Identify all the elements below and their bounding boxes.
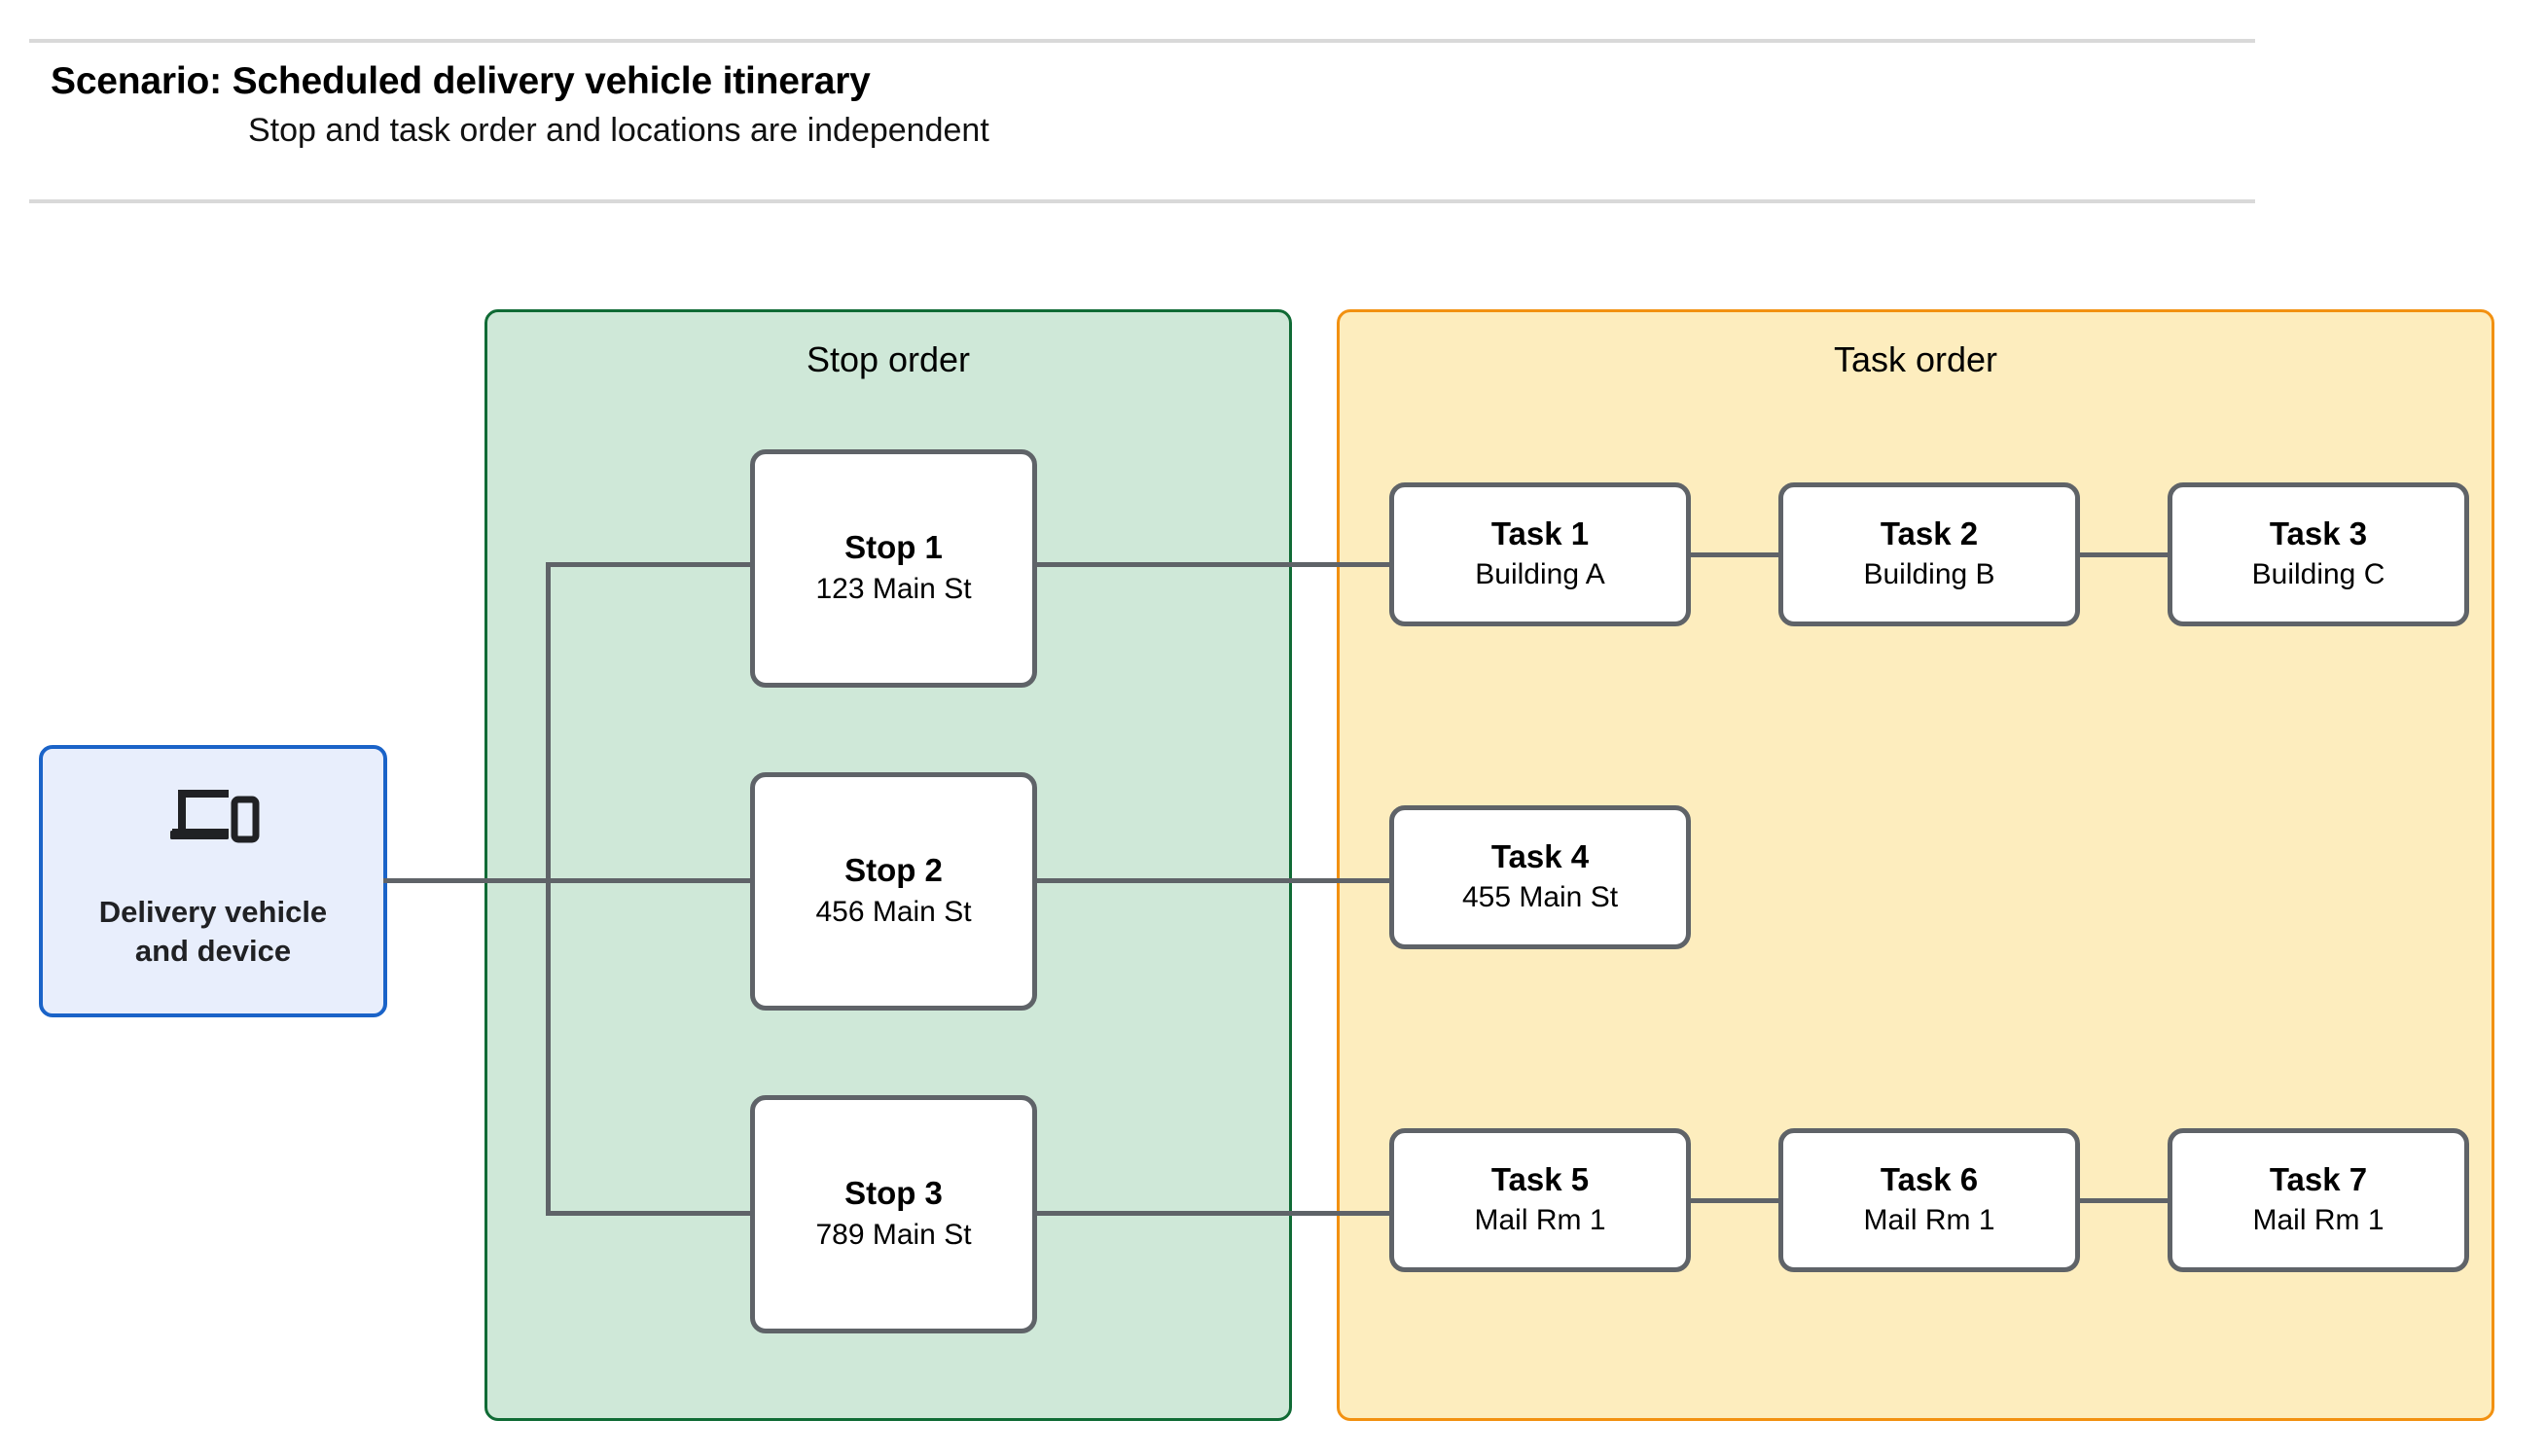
task-order-panel-title: Task order [1833,339,1998,379]
stop-node-1-title: Stop 1 [844,529,943,566]
connector-stop-trunk [546,562,551,1216]
stop-node-2-address: 456 Main St [815,895,972,928]
connector-stop-2-to-task-4 [1032,878,1394,883]
stop-node-3-address: 789 Main St [815,1218,972,1251]
task-node-6-title: Task 6 [1880,1160,1979,1197]
stop-node-3-title: Stop 3 [844,1175,943,1212]
devices-icon [170,790,260,843]
task-node-4[interactable]: Task 4 455 Main St [1389,805,1691,949]
task-node-4-title: Task 4 [1490,837,1590,874]
delivery-vehicle-node[interactable]: Delivery vehicle and device [39,745,387,1017]
task-node-5[interactable]: Task 5 Mail Rm 1 [1389,1128,1691,1272]
task-node-6-location: Mail Rm 1 [1863,1204,1995,1237]
task-node-5-location: Mail Rm 1 [1474,1204,1606,1237]
connector-trunk-to-stop-1 [546,562,755,567]
stop-node-3[interactable]: Stop 3 789 Main St [750,1095,1037,1333]
task-node-2[interactable]: Task 2 Building B [1778,482,2080,626]
stop-node-2-title: Stop 2 [844,852,943,889]
task-node-3-location: Building C [2251,558,2385,591]
connector-stop-3-to-task-5 [1032,1211,1394,1216]
page-title: Scenario: Scheduled delivery vehicle iti… [51,60,871,102]
connector-trunk-to-stop-2 [546,878,755,883]
stop-order-panel-title: Stop order [806,339,971,379]
task-node-3[interactable]: Task 3 Building C [2168,482,2469,626]
delivery-vehicle-label-line-1: Delivery vehicle [98,895,328,930]
connector-task-2-to-task-3 [2075,552,2172,557]
connector-vehicle-to-trunk [383,878,551,883]
task-node-2-location: Building B [1863,558,1995,591]
task-node-4-location: 455 Main St [1461,881,1619,914]
task-node-7-title: Task 7 [2269,1160,2368,1197]
connector-task-1-to-task-2 [1686,552,1783,557]
connector-task-5-to-task-6 [1686,1198,1783,1203]
task-node-6[interactable]: Task 6 Mail Rm 1 [1778,1128,2080,1272]
task-node-2-title: Task 2 [1880,515,1979,551]
delivery-vehicle-label-line-2: and device [134,934,292,968]
task-node-1[interactable]: Task 1 Building A [1389,482,1691,626]
task-node-1-title: Task 1 [1490,515,1590,551]
connector-task-6-to-task-7 [2075,1198,2172,1203]
header-rule-top [29,39,2255,43]
connector-stop-1-to-task-1 [1032,562,1394,567]
stop-node-1-address: 123 Main St [815,572,972,605]
connector-trunk-to-stop-3 [546,1211,755,1216]
page-subtitle: Stop and task order and locations are in… [248,112,989,149]
task-node-3-title: Task 3 [2269,515,2368,551]
task-node-5-title: Task 5 [1490,1160,1590,1197]
stop-node-2[interactable]: Stop 2 456 Main St [750,772,1037,1011]
task-node-7-location: Mail Rm 1 [2252,1204,2385,1237]
task-node-1-location: Building A [1475,558,1605,591]
task-node-7[interactable]: Task 7 Mail Rm 1 [2168,1128,2469,1272]
delivery-vehicle-label: Delivery vehicle and device [99,893,327,970]
stop-node-1[interactable]: Stop 1 123 Main St [750,449,1037,688]
header-rule-bottom [29,199,2255,203]
